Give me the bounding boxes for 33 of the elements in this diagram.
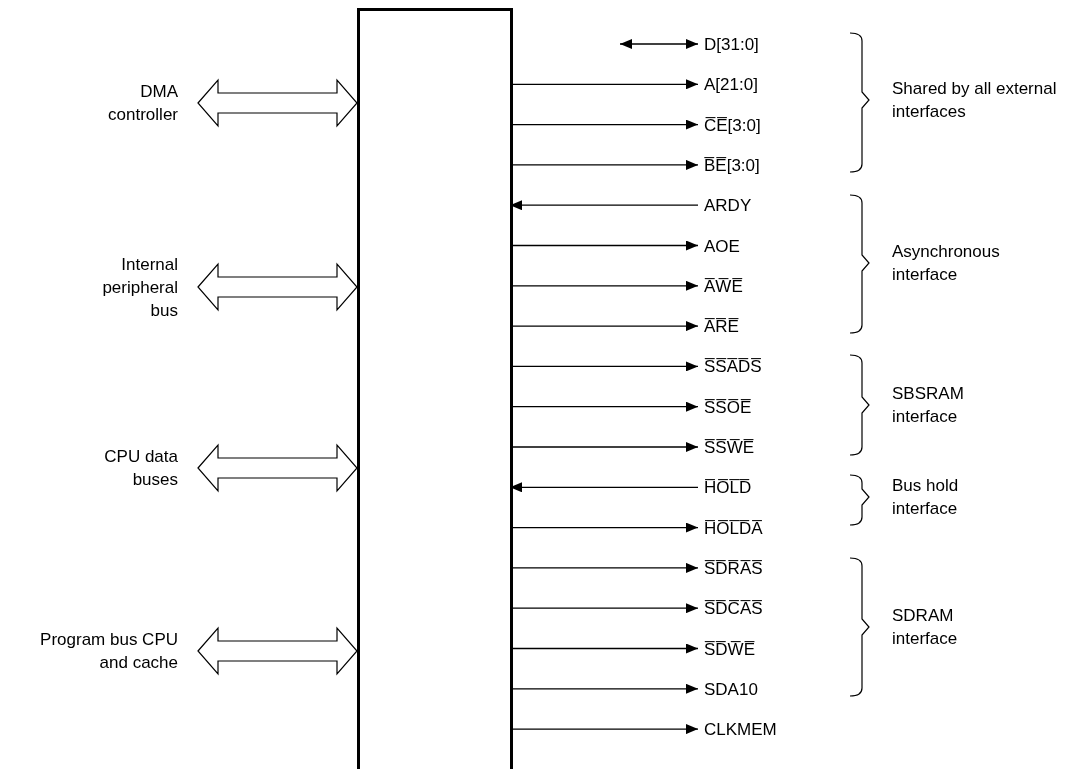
bus-arrow <box>197 78 358 128</box>
signal-name: C̅E̅[3:0] <box>698 115 761 136</box>
signal-name: S̅S̅A̅D̅S̅ <box>698 357 762 378</box>
signal-name: S̅D̅R̅A̅S̅ <box>698 558 763 579</box>
bus-arrow <box>197 262 358 312</box>
signal-name: A̅W̅E̅ <box>698 276 743 297</box>
group-label: Asynchronous interface <box>892 241 1001 286</box>
signal-name: S̅S̅O̅E̅ <box>698 397 752 418</box>
signal-name: A[21:0] <box>698 75 758 96</box>
signal-name: D[31:0] <box>698 35 759 55</box>
signal-name: ARDY <box>698 196 752 217</box>
signal-arrow <box>619 39 699 49</box>
bus-label: Internal peripheral bus <box>96 252 196 322</box>
bus-label: Program bus CPU and cache <box>40 628 196 674</box>
bus-label: DMA controller <box>96 80 196 126</box>
signal-name: B̅E̅[3:0] <box>698 155 760 176</box>
signal-name: S̅S̅W̅E̅ <box>698 438 755 458</box>
group-label: SBSRAM interface <box>892 383 965 428</box>
signal-name: CLKMEM <box>698 720 777 741</box>
signal-name: H̅O̅L̅D̅ <box>698 478 752 499</box>
signal-name: S̅D̅W̅E̅ <box>698 639 755 660</box>
group-label: Bus hold interface <box>892 475 960 520</box>
bus-label: CPU data buses <box>86 445 196 491</box>
signal-name: H̅O̅L̅D̅A̅ <box>698 518 763 539</box>
group-label: Shared by all external interfaces <box>892 78 1058 123</box>
bus-arrow <box>197 443 358 493</box>
signal-name: SDA10 <box>698 679 758 700</box>
bus-arrow <box>197 626 358 676</box>
signal-name: AOE <box>698 236 740 257</box>
block-box <box>357 8 513 769</box>
signal-name: S̅D̅C̅A̅S̅ <box>698 599 763 620</box>
signal-name: A̅R̅E̅ <box>698 317 739 338</box>
group-label: SDRAM interface <box>892 605 959 650</box>
